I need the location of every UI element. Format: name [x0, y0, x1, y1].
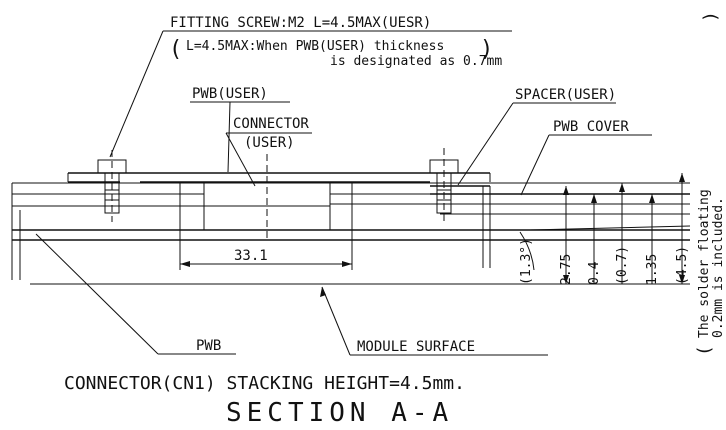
pwb-label: PWB — [196, 338, 221, 354]
pwb-user-leader — [227, 101, 231, 173]
spacer-user-label: SPACER(USER) — [515, 87, 616, 103]
dim-33-1-arrow-right — [342, 261, 352, 267]
note-open-paren: ( — [169, 37, 182, 62]
dim-0-4-text: 0.4 — [587, 261, 602, 285]
solder-line-2: 0.2mm is included. — [711, 197, 726, 338]
pwb-cover-label: PWB COVER — [553, 119, 629, 135]
module-surface-leader — [321, 286, 351, 356]
dim-4-5-arrow-top — [679, 173, 685, 182]
solder-close-paren: ) — [700, 11, 721, 22]
angle-text: (1.3°) — [519, 238, 534, 285]
angle-arc — [519, 231, 535, 271]
module-surface-arrowhead — [320, 287, 326, 297]
note-line-2: is designated as 0.7mm — [330, 54, 502, 69]
dim-2-75-arrow-bottom — [563, 275, 569, 284]
dim-2-75-text: 2.75 — [559, 254, 574, 285]
fitting-screw-label: FITTING SCREW:M2 L=4.5MAX(UESR) — [170, 15, 431, 31]
section-title: SECTION A-A — [226, 398, 453, 428]
pwb-user-label: PWB(USER) — [192, 86, 268, 102]
connector-label: CONNECTOR — [233, 116, 309, 132]
dim-0-7-arrow-top — [619, 183, 625, 192]
dim-4-5-arrow-bottom — [679, 275, 685, 284]
pwb-leader — [35, 233, 159, 355]
note-close-paren: ) — [480, 37, 493, 62]
note-line-1: L=4.5MAX:When PWB(USER) thickness — [186, 39, 444, 54]
dim-0-7-text: (0.7) — [615, 246, 630, 285]
pwb-cover-leader — [520, 134, 550, 196]
dim-4-5-text: (4.5) — [675, 246, 690, 285]
connector-user-label: (USER) — [244, 135, 295, 151]
fitting-screw-leader — [109, 30, 164, 158]
connector-leader — [225, 132, 256, 187]
angle-tilt-line — [529, 225, 691, 231]
spacer-user-leader — [457, 102, 514, 186]
dim-1-35-arrow-top — [649, 194, 655, 203]
solder-line-1: The solder floating — [697, 189, 712, 338]
dim-33-1-arrow-left — [180, 261, 190, 267]
caption-text: CONNECTOR(CN1) STACKING HEIGHT=4.5mm. — [64, 373, 465, 394]
dim-0-4-arrow-top — [591, 194, 597, 203]
dim-2-75-arrow-top — [563, 186, 569, 195]
module-surface-label: MODULE SURFACE — [357, 339, 475, 355]
dim-33-1-text: 33.1 — [234, 248, 268, 264]
dim-1-35-text: 1.35 — [645, 254, 660, 285]
solder-open-paren: ( — [694, 345, 715, 356]
